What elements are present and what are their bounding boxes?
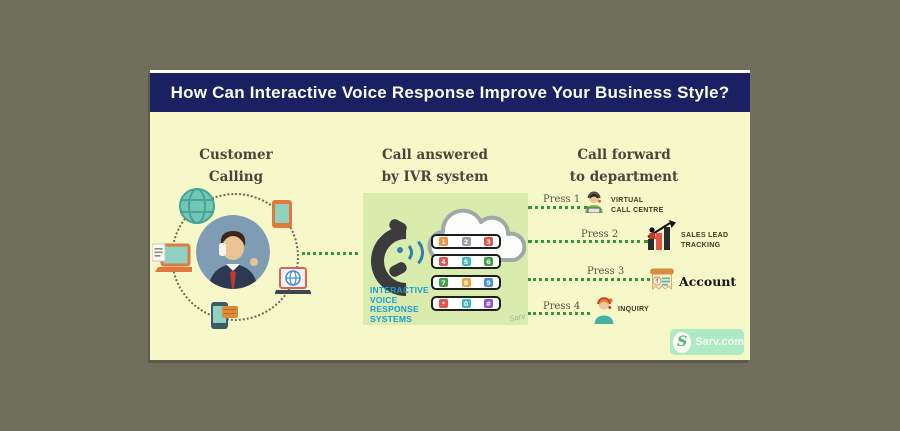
heading-line: Customer [199, 147, 273, 163]
ivr-section-heading: Call answered by IVR system [360, 144, 510, 189]
keypad-key: 1 [439, 237, 448, 246]
keypad-key: 9 [484, 278, 493, 287]
sarv-logo-badge[interactable]: S Sarv.com [670, 329, 744, 355]
press-2-label: Press 2 [581, 229, 619, 240]
keypad-key: # [484, 299, 493, 308]
panel-watermark: Sarv [507, 311, 526, 324]
inquiry-agent-icon [591, 294, 617, 329]
keypad-key: 3 [484, 237, 493, 246]
sarv-logo-icon: S [673, 331, 692, 353]
header-top-strip [150, 70, 750, 73]
heading-line: to department [569, 169, 679, 186]
tablet-icon [272, 200, 292, 228]
laptop-globe-icon [274, 267, 312, 295]
keypad-row-2: 4 5 6 [431, 254, 501, 269]
keypad-key: 2 [461, 237, 471, 246]
ivr-system-panel: 1 2 3 4 5 6 7 8 9 * 0 # INTERACTIVE VOI [356, 193, 528, 325]
infographic-card: How Can Interactive Voice Response Impro… [150, 70, 750, 360]
sales-lead-tracking-icon [645, 220, 677, 255]
keypad-key: 0 [461, 299, 471, 308]
message-bubble-icon [222, 306, 238, 318]
virtual-call-centre-label: VIRTUAL CALL CENTRE [611, 197, 664, 214]
keypad-row-3: 7 8 9 [431, 275, 501, 290]
keypad-key: 6 [484, 257, 493, 266]
customer-man-icon [196, 215, 270, 289]
keypad-key: 5 [461, 257, 471, 266]
press-4-label: Press 4 [543, 301, 581, 312]
keypad-key: 8 [461, 278, 471, 287]
smartphone-message-icon [211, 302, 238, 329]
signal-wave-icon [393, 236, 424, 269]
sales-lead-tracking-label: SALES LEAD TRACKING [681, 232, 729, 249]
heading-line: by IVR system [381, 169, 489, 186]
customer-to-ivr-dotted-line [302, 252, 358, 255]
heading-line: Call answered [382, 147, 488, 163]
tablet-screen [275, 204, 289, 223]
keypad-row-1: 1 2 3 [431, 234, 501, 249]
svg-text:₹: ₹ [655, 278, 659, 285]
inquiry-label: INQUIRY [618, 306, 650, 313]
heading-line: Calling [208, 169, 264, 186]
press-3-label: Press 3 [587, 266, 625, 277]
customer-section-heading: Customer Calling [166, 144, 306, 189]
press-4-dotted-line [528, 312, 590, 315]
ivr-systems-label: INTERACTIVE VOICE RESPONSE SYSTEMS [370, 285, 429, 324]
customer-avatar [196, 215, 270, 289]
press-1-dotted-line [528, 206, 588, 209]
sarv-logo-text: Sarv.com [695, 336, 744, 348]
press-3-dotted-line [528, 278, 650, 281]
keypad-row-4: * 0 # [431, 296, 501, 311]
press-2-dotted-line [528, 240, 648, 243]
heading-line: Call forward [577, 147, 671, 163]
keypad-key: 4 [439, 257, 448, 266]
forward-section-heading: Call forward to department [544, 144, 704, 189]
account-label: Account [679, 274, 737, 289]
globe-icon [179, 188, 215, 224]
virtual-call-centre-icon [582, 189, 606, 218]
page-title: How Can Interactive Voice Response Impro… [150, 73, 750, 112]
account-receipt-icon: ₹ [649, 267, 675, 300]
keypad-key: * [439, 299, 448, 308]
keypad-key: 7 [439, 278, 448, 287]
press-1-label: Press 1 [543, 194, 581, 205]
laptop-document-icon [151, 243, 195, 275]
